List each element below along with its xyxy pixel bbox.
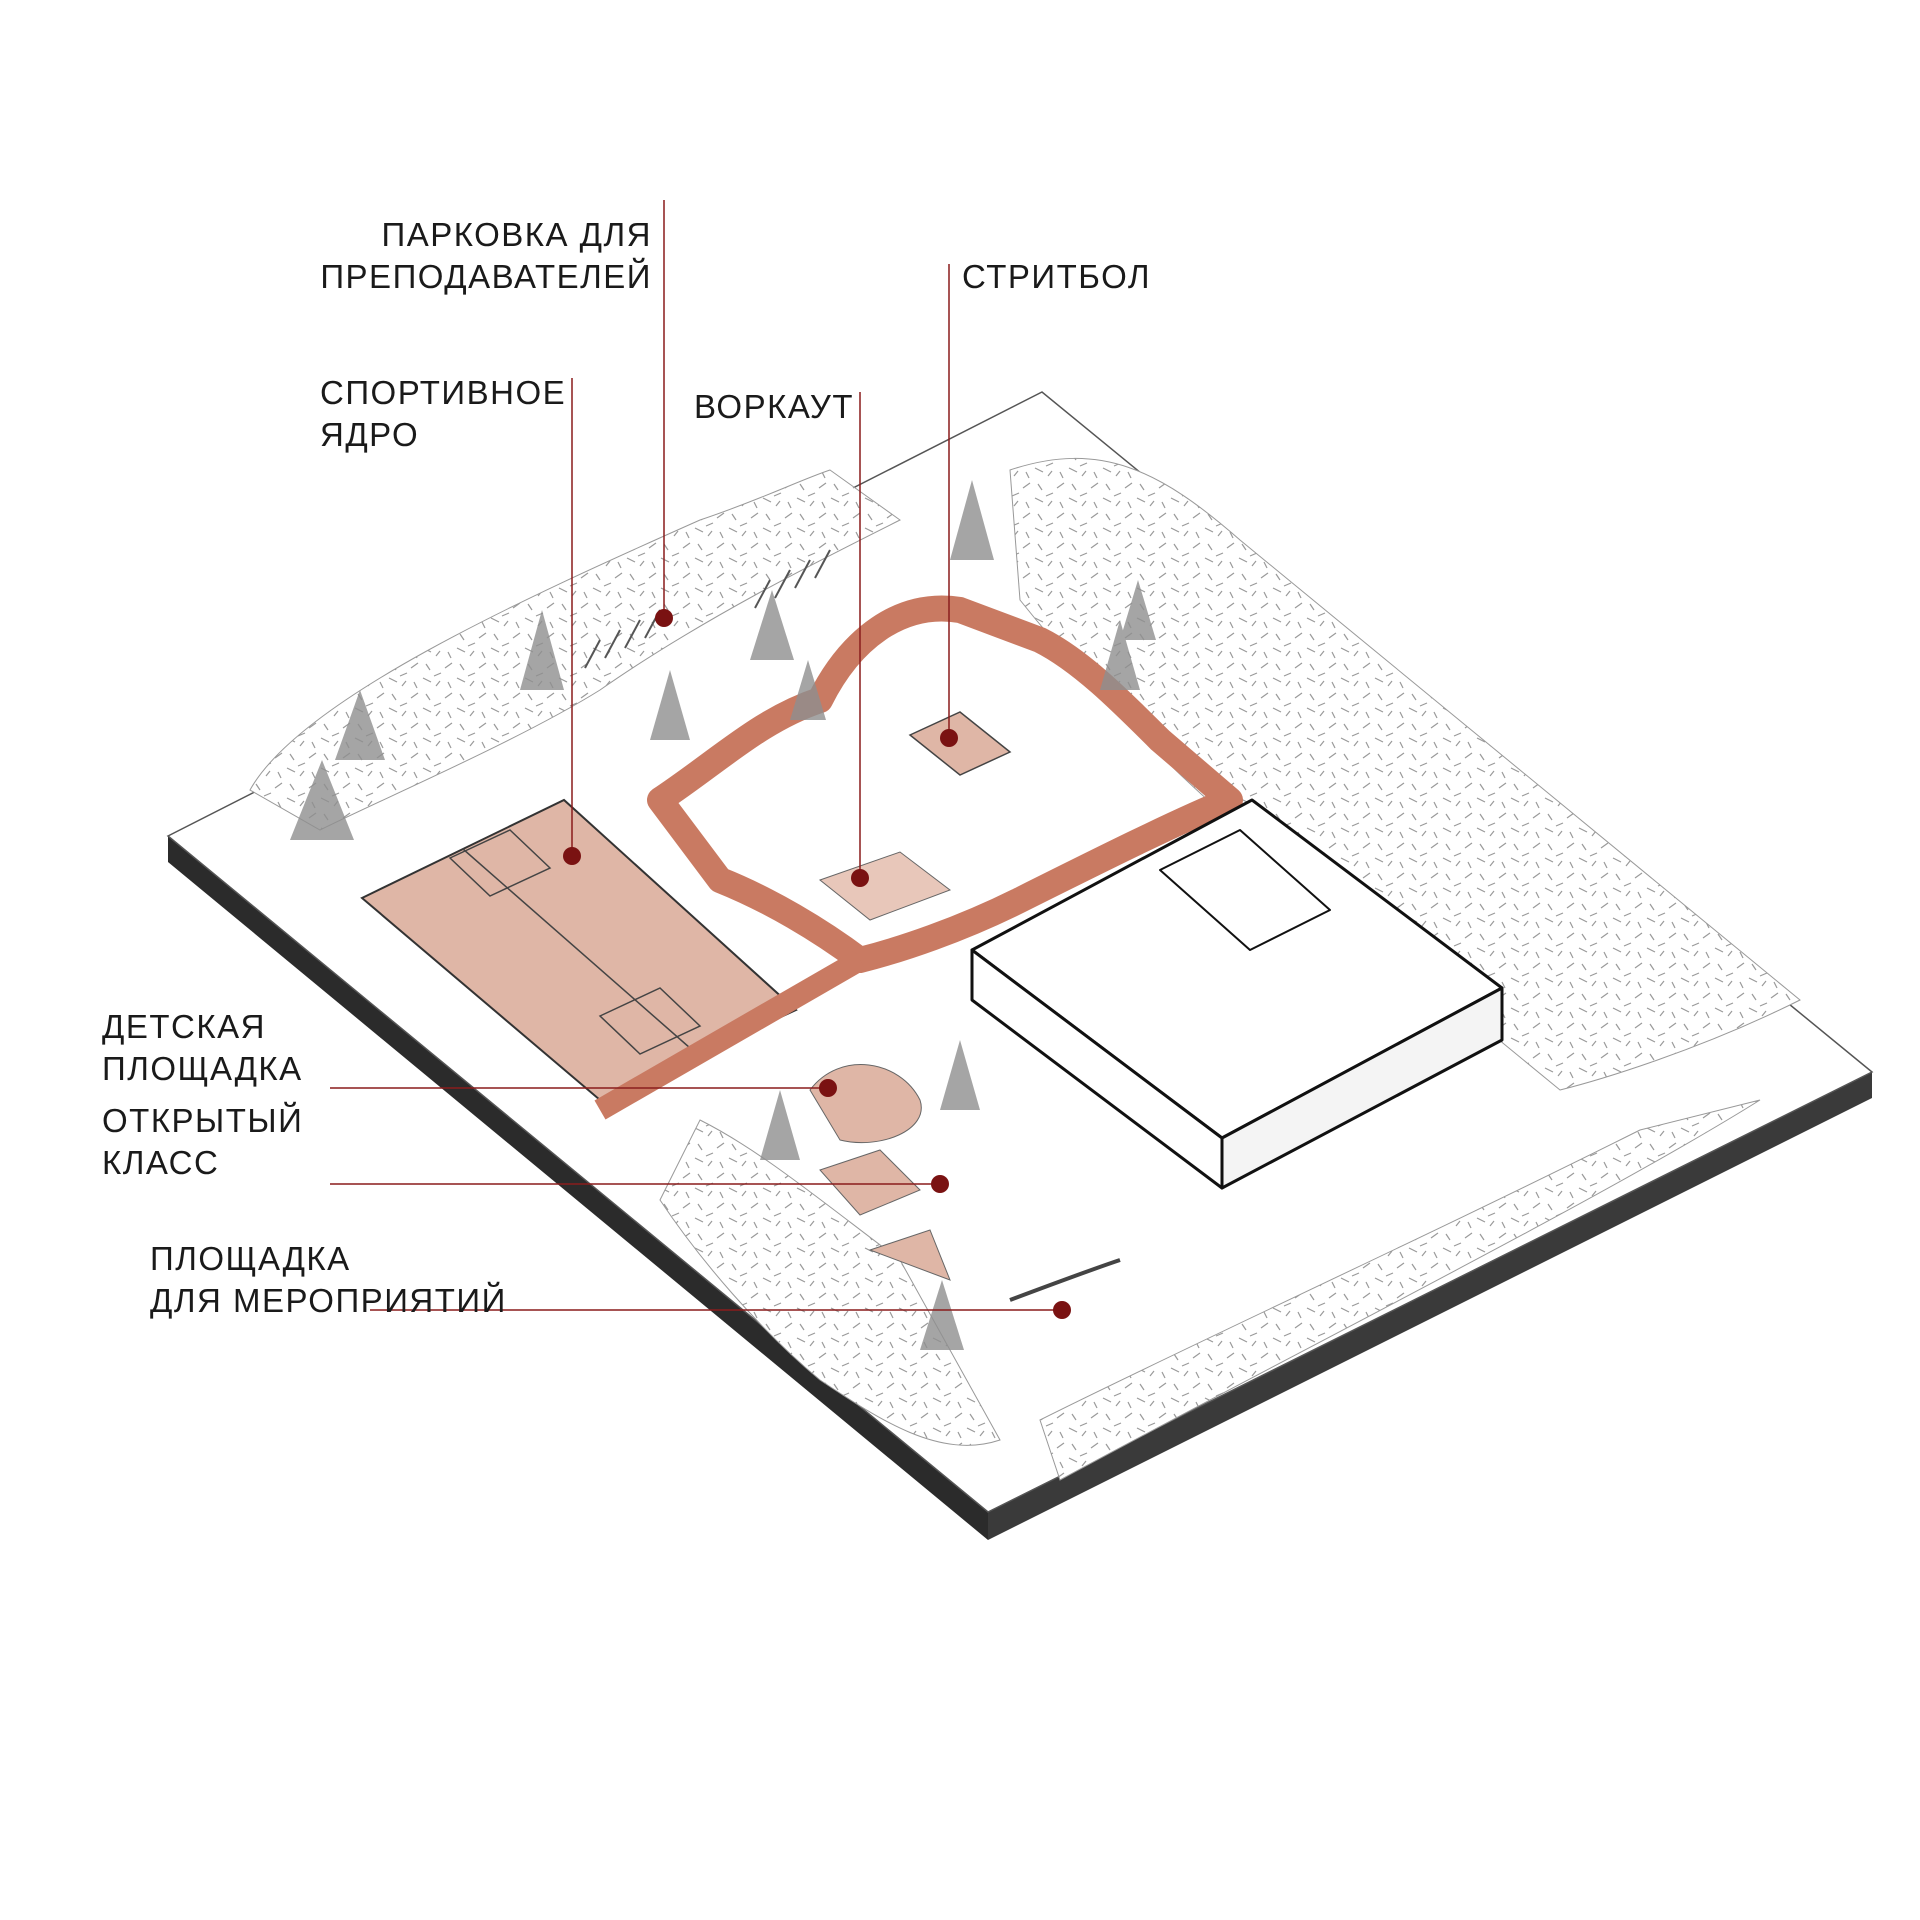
marker-kids xyxy=(819,1079,837,1097)
base-plinth-left xyxy=(168,836,988,1540)
amphitheater-seating xyxy=(1009,1258,1121,1302)
sport-field-markings xyxy=(448,829,702,1056)
label-sport-core-line2: ЯДРО xyxy=(320,416,420,453)
label-sport-core: СПОРТИВНОЕ ЯДРО xyxy=(320,372,566,456)
workout-area xyxy=(818,851,952,921)
activity-link-path xyxy=(594,950,866,1120)
label-streetball: СТРИТБОЛ xyxy=(962,256,1151,298)
base-plinth-right xyxy=(988,1072,1872,1540)
green-zone-north xyxy=(249,469,901,831)
marker-event xyxy=(1053,1301,1071,1319)
label-sport-core-line1: СПОРТИВНОЕ xyxy=(320,374,567,411)
label-open-class: ОТКРЫТЫЙ КЛАСС xyxy=(102,1100,303,1184)
kids-playground-area xyxy=(809,1064,922,1144)
open-class-area xyxy=(819,1149,921,1216)
label-open-class-line2: КЛАСС xyxy=(102,1144,220,1181)
label-kids-line2: ПЛОЩАДКА xyxy=(102,1050,303,1087)
marker-open-class xyxy=(931,1175,949,1193)
activity-loop-path xyxy=(647,595,1243,973)
label-kids-playground: ДЕТСКАЯ ПЛОЩАДКА xyxy=(102,1006,303,1090)
label-kids-line1: ДЕТСКАЯ xyxy=(102,1008,266,1045)
label-open-class-line1: ОТКРЫТЫЙ xyxy=(102,1102,304,1139)
label-workout: ВОРКАУТ xyxy=(694,386,854,428)
event-area-triangle xyxy=(868,1229,951,1281)
streetball-court xyxy=(908,711,1012,776)
label-parking-line1: ПАРКОВКА ДЛЯ xyxy=(381,216,652,253)
marker-sport-core xyxy=(563,847,581,865)
label-event-line2: ДЛЯ МЕРОПРИЯТИЙ xyxy=(150,1282,507,1319)
school-building xyxy=(970,798,1504,1190)
label-parking: ПАРКОВКА ДЛЯ ПРЕПОДАВАТЕЛЕЙ xyxy=(320,214,652,298)
leader-lines xyxy=(330,200,1062,1311)
label-workout-line1: ВОРКАУТ xyxy=(694,388,854,425)
marker-parking xyxy=(655,609,673,627)
label-streetball-line1: СТРИТБОЛ xyxy=(962,258,1152,295)
label-event-area: ПЛОЩАДКА ДЛЯ МЕРОПРИЯТИЙ xyxy=(150,1238,507,1322)
trees xyxy=(290,480,1156,1350)
marker-dots xyxy=(563,609,1071,1319)
green-zone-southeast xyxy=(1039,1099,1761,1481)
green-zone-south xyxy=(659,1119,1001,1446)
parking-stripes xyxy=(584,549,831,669)
marker-workout xyxy=(851,869,869,887)
label-event-line1: ПЛОЩАДКА xyxy=(150,1240,351,1277)
label-parking-line2: ПРЕПОДАВАТЕЛЕЙ xyxy=(320,258,652,295)
marker-streetball xyxy=(940,729,958,747)
